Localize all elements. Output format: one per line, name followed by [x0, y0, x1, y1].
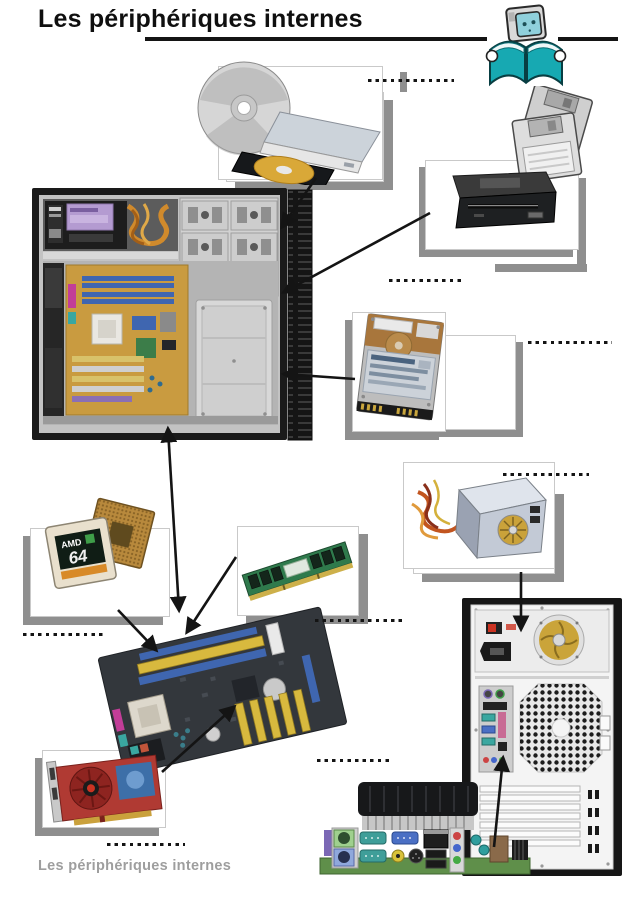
- floppy-disks-shadow-bottom: [495, 264, 587, 272]
- cpu-chips-image: AMD 64: [44, 497, 156, 590]
- reading-computer-mascot-icon: [485, 4, 567, 87]
- power-supply-image: [411, 477, 547, 560]
- floppy-disks-image: [511, 86, 593, 183]
- label-blank-ram[interactable]: [315, 619, 403, 623]
- label-blank-cpu[interactable]: [23, 633, 103, 637]
- title-underline-right: [558, 37, 618, 41]
- label-blank-hard-disk[interactable]: [528, 341, 612, 345]
- floppy-disks-shadow-right: [577, 178, 586, 268]
- label-blank-floppy-drive[interactable]: [389, 279, 461, 283]
- svg-text:AMD: AMD: [60, 537, 82, 550]
- hard-disk-image: [356, 313, 444, 421]
- label-blank-motherboard[interactable]: [317, 759, 391, 763]
- ram-module-image: [241, 541, 354, 601]
- graphics-card-image: [45, 754, 163, 826]
- page-footer: Les périphériques internes: [38, 858, 232, 874]
- title-underline-left: [145, 37, 487, 41]
- label-blank-graphics-card[interactable]: [107, 843, 185, 847]
- label-blank-optical-drive[interactable]: [368, 79, 454, 83]
- label-blank-power-supply[interactable]: [503, 473, 589, 477]
- optical-drive-image: [197, 61, 381, 185]
- page-title: Les périphériques internes: [38, 5, 363, 33]
- floppy-drive-image: [452, 171, 557, 229]
- open-case-image: [32, 188, 313, 441]
- io-ports-closeup-image: [319, 782, 531, 875]
- motherboard-image: [97, 606, 347, 775]
- svg-text:64: 64: [67, 546, 89, 568]
